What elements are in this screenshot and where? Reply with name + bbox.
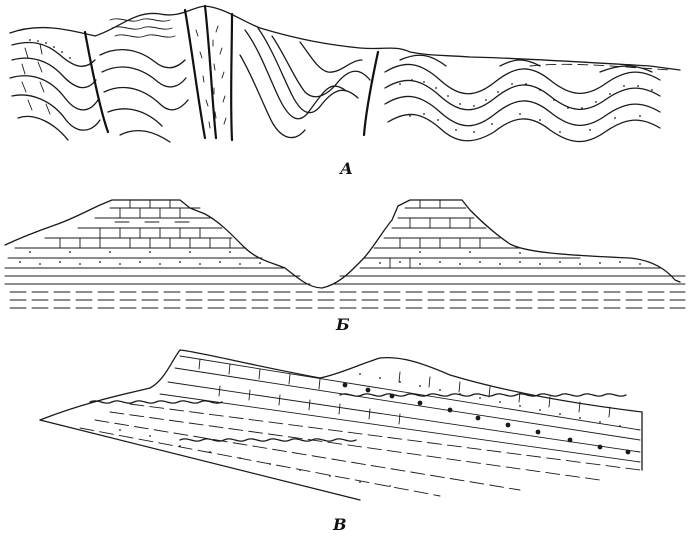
panel-v-pebbles <box>342 382 631 455</box>
panel-a-dashed-bed <box>529 63 671 71</box>
panel-v-cuesta <box>39 349 643 501</box>
panel-a-center-folds <box>99 18 189 143</box>
panel-v-label: В <box>332 515 347 534</box>
panel-v-surface <box>39 349 643 421</box>
panel-a-label: А <box>339 159 353 178</box>
panel-b-left-strata <box>4 199 286 269</box>
panel-a-left-folds <box>9 39 101 141</box>
panel-b-right-strata <box>359 199 661 269</box>
panel-v-base-1 <box>39 419 361 501</box>
panel-a-dike <box>183 4 234 142</box>
panel-a-surface-line <box>9 5 681 71</box>
panel-a-fault-2 <box>362 50 380 137</box>
panel-b-sand-dots <box>19 251 641 265</box>
panel-a-folded-strata <box>9 4 681 143</box>
panel-b-left-mesa <box>4 199 681 289</box>
panel-b-shale <box>4 275 686 309</box>
panel-b-label: Б <box>335 315 350 334</box>
panel-v-wavy-contact <box>89 400 223 404</box>
panel-v-beds <box>79 355 641 497</box>
panel-b-mesas <box>4 199 686 309</box>
panel-a-fault-1 <box>83 30 110 134</box>
panel-a-right-folds-1 <box>239 27 371 139</box>
panel-a-sand-dots-right <box>399 79 653 133</box>
panel-a-sand-dots-left <box>29 39 71 59</box>
panel-a-right-folds-2 <box>384 54 661 143</box>
panel-v-wavy-contact-2 <box>179 438 357 442</box>
panel-v-sand-dots <box>119 373 621 487</box>
panel-v-wavy-contact-3 <box>339 393 627 397</box>
